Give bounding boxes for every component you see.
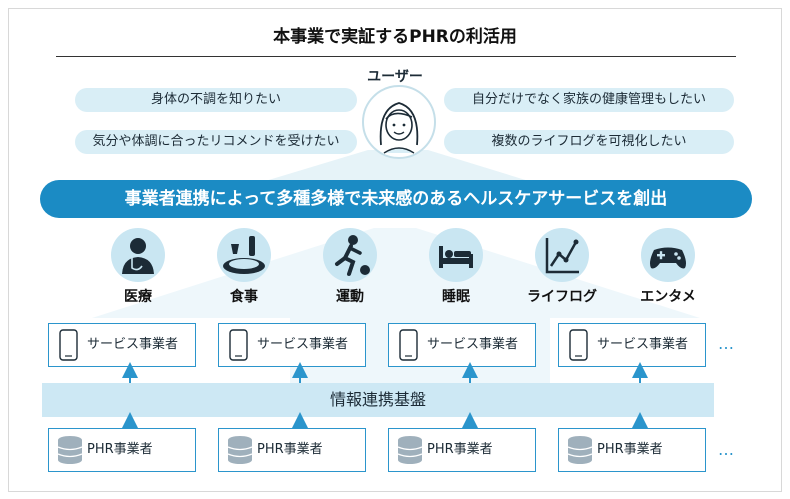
user-avatar [362,85,436,159]
need-bubble-4: 複数のライフログを可視化したい [444,130,734,154]
phr-provider-label: PHR事業者 [427,442,493,457]
more-providers-ellipsis: … [718,334,736,353]
category-label: 睡眠 [442,289,470,305]
category-label: ライフログ [527,289,597,305]
category-entertainment: エンタメ [628,228,708,306]
bed-icon [439,246,473,268]
category-sleep: 睡眠 [416,228,496,306]
user-face-icon [379,102,419,154]
value-banner: 事業者連携によって多種多様で未来感のあるヘルスケアサービスを創出 [40,180,752,218]
more-phr-ellipsis: … [718,440,736,459]
graph-icon [545,238,579,274]
phr-provider-label: PHR事業者 [257,442,323,457]
phr-provider-box: PHR事業者 [218,428,366,472]
smartphone-icon [569,329,588,361]
category-exercise: 運動 [310,228,390,306]
meal-icon [223,236,265,274]
need-bubble-3: 気分や体調に合ったリコメンドを受けたい [75,130,357,154]
database-icon [227,436,253,464]
service-provider-label: サービス事業者 [87,337,179,352]
figure-frame [8,8,782,492]
database-icon [567,436,593,464]
category-meal: 食事 [204,228,284,306]
phr-provider-box: PHR事業者 [558,428,706,472]
need-bubble-2: 自分だけでなく家族の健康管理もしたい [444,88,734,112]
phr-provider-label: PHR事業者 [597,442,663,457]
doctor-icon [122,238,154,274]
category-lifelog: ライフログ [522,228,602,306]
title-divider [56,56,736,57]
service-provider-box: サービス事業者 [558,323,706,367]
user-label: ユーザー [367,69,423,85]
service-provider-box: サービス事業者 [388,323,536,367]
gamepad-icon [650,247,686,269]
runner-icon [335,235,370,276]
info-platform-bar: 情報連携基盤 [42,383,714,417]
smartphone-icon [59,329,78,361]
phr-provider-box: PHR事業者 [388,428,536,472]
database-icon [57,436,83,464]
category-label: エンタメ [640,289,696,305]
service-provider-label: サービス事業者 [597,337,689,352]
smartphone-icon [399,329,418,361]
service-provider-label: サービス事業者 [427,337,519,352]
smartphone-icon [229,329,248,361]
phr-provider-box: PHR事業者 [48,428,196,472]
category-label: 運動 [336,289,364,305]
phr-provider-label: PHR事業者 [87,442,153,457]
category-label: 食事 [230,289,258,305]
category-label: 医療 [124,289,152,305]
need-bubble-1: 身体の不調を知りたい [75,88,357,112]
diagram-title: 本事業で実証するPHRの利活用 [273,27,517,47]
service-provider-box: サービス事業者 [48,323,196,367]
database-icon [397,436,423,464]
category-medical: 医療 [98,228,178,306]
service-provider-box: サービス事業者 [218,323,366,367]
service-provider-label: サービス事業者 [257,337,349,352]
